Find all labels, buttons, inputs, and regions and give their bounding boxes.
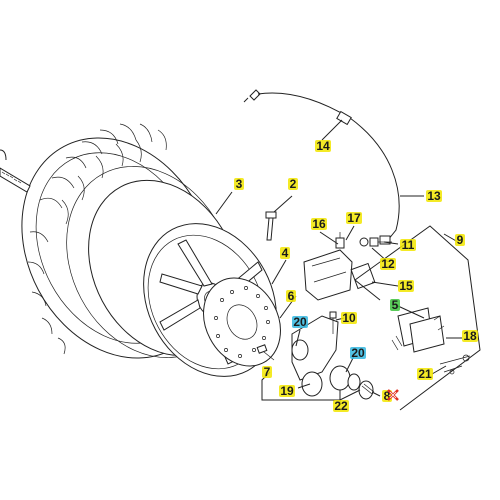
callout-label-12: 12: [380, 257, 396, 271]
callout-label-17: 17: [346, 211, 362, 225]
svg-text:20: 20: [351, 346, 365, 360]
svg-text:3: 3: [236, 177, 243, 191]
callout-label-13: 13: [426, 189, 442, 203]
callout-label-3: 3: [234, 177, 244, 191]
callout-label-4: 4: [280, 246, 290, 260]
svg-text:18: 18: [463, 329, 477, 343]
svg-text:21: 21: [418, 367, 432, 381]
svg-text:12: 12: [381, 257, 395, 271]
caliper-bracket: [291, 315, 375, 400]
callout-label-9: 9: [455, 233, 465, 247]
svg-text:20: 20: [293, 315, 307, 329]
callout-label-18: 18: [462, 329, 478, 343]
svg-text:9: 9: [457, 233, 464, 247]
svg-text:19: 19: [280, 384, 294, 398]
svg-text:13: 13: [427, 189, 441, 203]
callout-label-7: 7: [262, 365, 272, 379]
svg-text:4: 4: [282, 246, 289, 260]
brake-pad-kit: [354, 225, 481, 411]
axle-shaft: [0, 149, 31, 193]
callout-label-2: 2: [288, 177, 298, 191]
svg-text:5: 5: [392, 298, 399, 312]
brake-caliper: [303, 232, 376, 301]
brake-hose: [243, 89, 400, 245]
callout-label-10: 10: [341, 311, 357, 325]
svg-text:17: 17: [347, 211, 361, 225]
svg-text:2: 2: [290, 177, 297, 191]
svg-text:7: 7: [264, 365, 271, 379]
callout-label-15: 15: [398, 279, 414, 293]
svg-text:22: 22: [334, 399, 348, 413]
red-cross-marker-icon: [387, 389, 399, 401]
callout-label-11: 11: [400, 238, 416, 252]
callout-label-22: 22: [333, 399, 349, 413]
callout-label-6: 6: [286, 289, 296, 303]
leader-lines: [215, 119, 462, 404]
svg-text:10: 10: [342, 311, 356, 325]
callout-label-14: 14: [315, 139, 331, 153]
callout-label-20-lower: 20: [350, 346, 366, 360]
svg-text:8: 8: [384, 389, 391, 403]
svg-text:16: 16: [312, 217, 326, 231]
svg-text:14: 14: [316, 139, 330, 153]
svg-text:15: 15: [399, 279, 413, 293]
callout-label-5: 5: [390, 298, 400, 312]
callout-label-16: 16: [311, 217, 327, 231]
callout-label-20-upper: 20: [292, 315, 308, 329]
svg-text:11: 11: [402, 238, 415, 252]
bolt-7: [256, 344, 275, 361]
svg-text:6: 6: [288, 289, 295, 303]
callout-label-21: 21: [417, 367, 433, 381]
callout-label-19: 19: [279, 384, 295, 398]
bolt-10: [329, 311, 337, 334]
brake-disc: [203, 277, 281, 367]
banjo-fittings: [359, 237, 392, 247]
bolt-2: [265, 211, 277, 241]
